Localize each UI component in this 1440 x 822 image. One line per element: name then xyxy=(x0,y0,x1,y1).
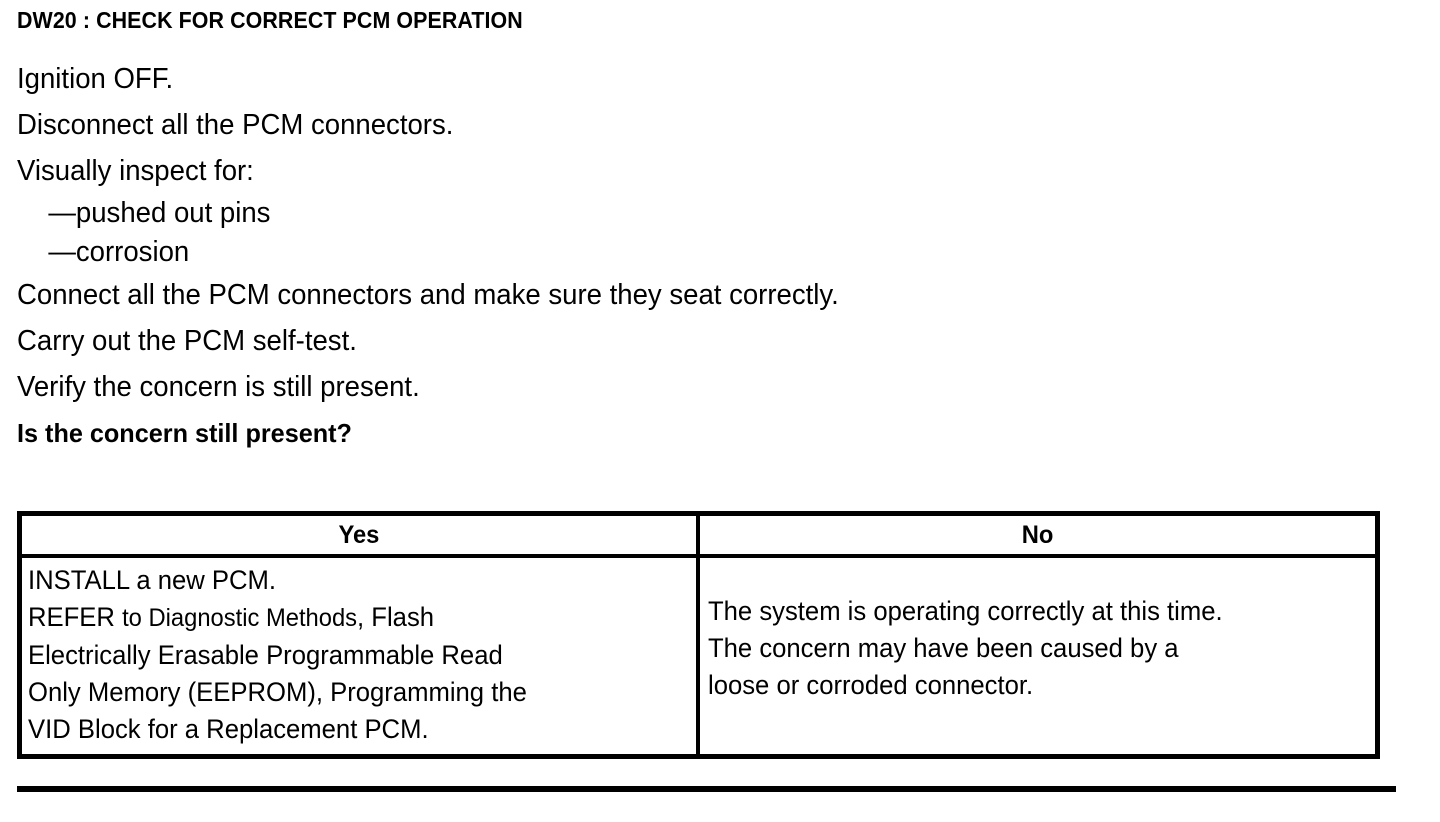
step-line: Visually inspect for: xyxy=(17,155,254,187)
table-cell-yes: INSTALL a new PCM. REFER to Diagnostic Me… xyxy=(22,558,700,754)
yes-action-text: INSTALL a new PCM. REFER to Diagnostic Me… xyxy=(22,558,696,754)
cell-text-fragment: VID Block for a Replacement PCM. xyxy=(28,714,429,744)
cell-text-fragment: Only Memory (EEPROM), Programming the xyxy=(28,677,527,707)
cell-text-line: Only Memory (EEPROM), Programming the xyxy=(28,674,662,711)
step-sub-item: —corrosion xyxy=(48,236,190,268)
procedure-steps: Ignition OFF. Disconnect all the PCM conn… xyxy=(17,56,1397,456)
table-header-cell-no: No xyxy=(700,516,1375,554)
cell-text-fragment: REFER xyxy=(28,602,123,632)
table-body-row: INSTALL a new PCM. REFER to Diagnostic Me… xyxy=(22,558,1375,754)
table-header-cell-yes: Yes xyxy=(22,516,700,554)
cell-text-line: VID Block for a Replacement PCM. xyxy=(28,711,662,748)
cell-text-fragment: to Diagnostic Methods xyxy=(122,604,358,632)
cell-text-fragment: The concern may have been caused by a xyxy=(707,632,1179,663)
cell-text-line: Electrically Erasable Programmable Read xyxy=(28,637,662,674)
page-title: DW20 : CHECK FOR CORRECT PCM OPERATION xyxy=(17,7,523,33)
table-cell-no: The system is operating correctly at thi… xyxy=(700,558,1375,754)
cell-text-line: The system is operating correctly at thi… xyxy=(708,593,1342,630)
cell-text-fragment: , Flash xyxy=(357,602,435,632)
no-action-text: The system is operating correctly at thi… xyxy=(700,558,1375,740)
cell-text-line: REFER to Diagnostic Methods, Flash xyxy=(28,599,662,637)
step-line: Disconnect all the PCM connectors. xyxy=(17,109,454,141)
step-line: Ignition OFF. xyxy=(17,63,174,95)
step-line: Carry out the PCM self-test. xyxy=(17,325,357,357)
question-line: Is the concern still present? xyxy=(17,418,352,448)
cell-text-line: loose or corroded connector. xyxy=(708,667,1342,704)
cell-text-fragment: Electrically Erasable Programmable Read xyxy=(28,640,503,670)
cell-text-fragment: loose or corroded connector. xyxy=(707,669,1033,700)
cell-text-line: The concern may have been caused by a xyxy=(708,630,1342,667)
cell-text-fragment: INSTALL a new PCM. xyxy=(28,565,277,595)
cell-text-line: INSTALL a new PCM. xyxy=(28,562,662,599)
step-sub-item: —pushed out pins xyxy=(48,197,271,229)
cell-text-fragment: The system is operating correctly at thi… xyxy=(707,595,1223,626)
table-header-row: Yes No xyxy=(22,516,1375,558)
column-header-no: No xyxy=(1021,521,1054,549)
column-header-yes: Yes xyxy=(338,521,380,549)
bottom-divider xyxy=(17,786,1396,792)
decision-table: Yes No INSTALL a new PCM. REFER to Diagno… xyxy=(17,511,1380,759)
step-line: Connect all the PCM connectors and make … xyxy=(17,279,839,311)
step-line: Verify the concern is still present. xyxy=(17,371,420,403)
